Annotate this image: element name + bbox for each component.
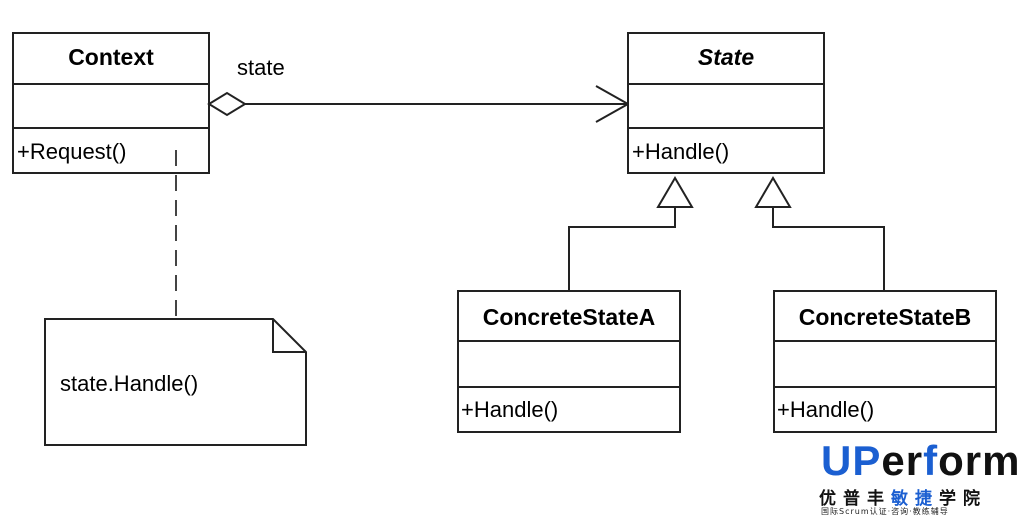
class-state-name: State [698,44,754,70]
logo-cn-prefix: 优普丰 [819,489,891,509]
class-state-operation: +Handle() [632,139,729,164]
class-concrete-state-b-name: ConcreteStateB [799,304,972,330]
class-concrete-state-a: ConcreteStateA +Handle() [457,290,681,433]
logo-cn-accent: 敏捷 [891,489,939,509]
class-state: State +Handle() [627,32,825,174]
class-concrete-state-a-name: ConcreteStateA [483,304,656,330]
class-concrete-state-b-operation: +Handle() [777,397,874,422]
uperform-logo: UPerform 优普丰敏捷学院 国际Scrum认证·咨询·教练辅导 [815,440,1019,518]
note: state.Handle() [44,318,307,446]
class-context: Context +Request() [12,32,210,174]
generalization-a [568,176,694,291]
logo-brand-suffix: orm [938,437,1021,484]
class-context-operation: +Request() [17,139,126,164]
logo-brand-mid: er [881,437,924,484]
class-context-name: Context [68,44,154,70]
logo-brand-accent: f [923,437,939,484]
generalization-b [754,176,885,291]
logo-subtitle: 国际Scrum认证·咨询·教练辅导 [821,507,949,516]
logo-cn-suffix: 学院 [939,489,987,509]
class-concrete-state-a-operation: +Handle() [461,397,558,422]
inheritance-triangle-b [754,176,792,208]
note-text: state.Handle() [60,371,198,396]
association-label: state [237,55,285,80]
note-fold-corner [272,319,306,353]
logo-brand-prefix: UP [821,437,882,484]
logo-brand: UPerform [821,440,1020,482]
aggregation-diamond [207,91,247,117]
logo-chinese-name: 优普丰敏捷学院 [819,484,987,509]
class-concrete-state-b: ConcreteStateB +Handle() [773,290,997,433]
association-context-state: state [207,55,631,123]
inheritance-triangle-a [656,176,694,208]
